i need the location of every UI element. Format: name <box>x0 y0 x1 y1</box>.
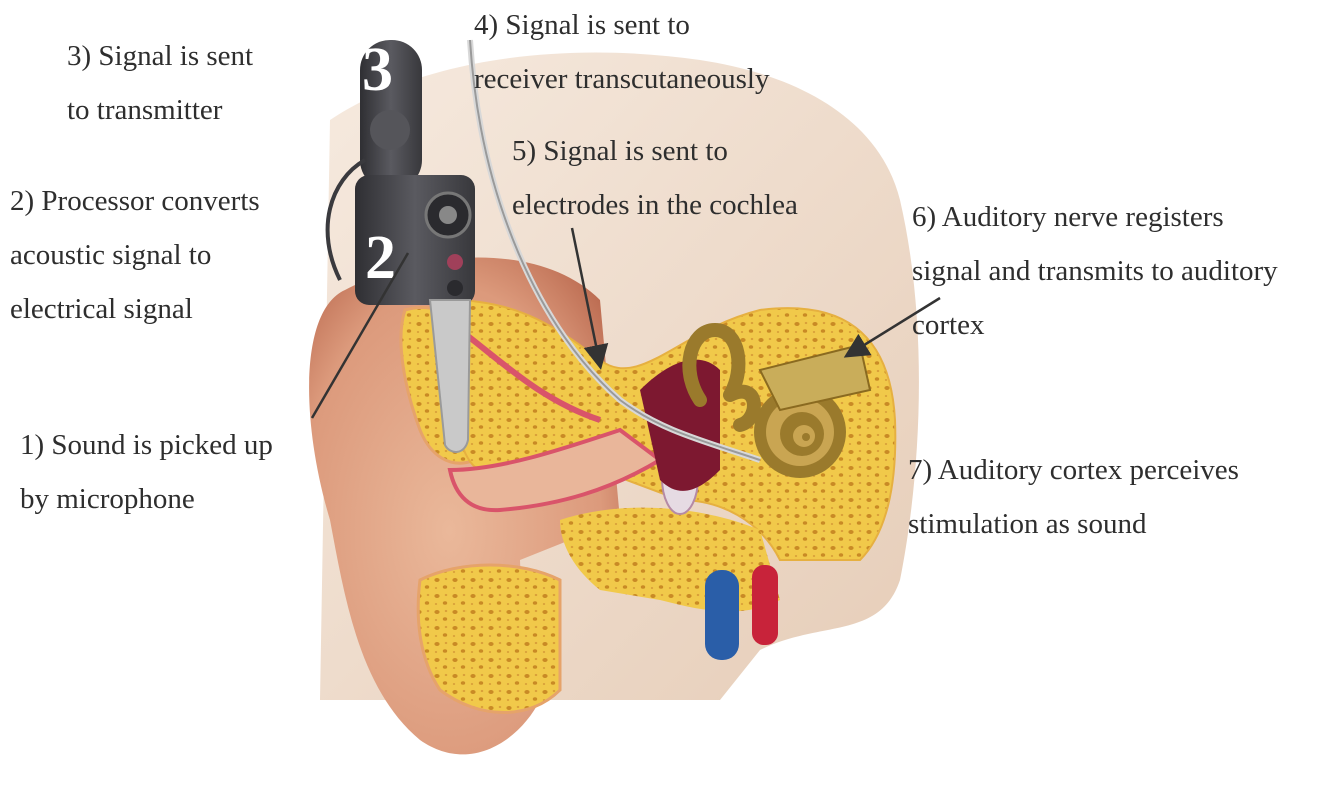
label-step3: 3) Signal is sent to transmitter <box>67 29 253 137</box>
label-step6: 6) Auditory nerve registers signal and t… <box>912 190 1278 352</box>
vein <box>705 570 739 660</box>
label-step1: 1) Sound is picked up by microphone <box>20 418 273 526</box>
transmitter-number: 3 <box>362 36 393 104</box>
label-step4: 4) Signal is sent to receiver transcutan… <box>474 0 770 106</box>
pinna-cartilage <box>418 565 560 713</box>
label-step5: 5) Signal is sent to electrodes in the c… <box>512 124 798 232</box>
label-step7: 7) Auditory cortex perceives stimulation… <box>908 443 1239 551</box>
label-step2: 2) Processor converts acoustic signal to… <box>10 174 260 336</box>
artery <box>752 565 778 645</box>
